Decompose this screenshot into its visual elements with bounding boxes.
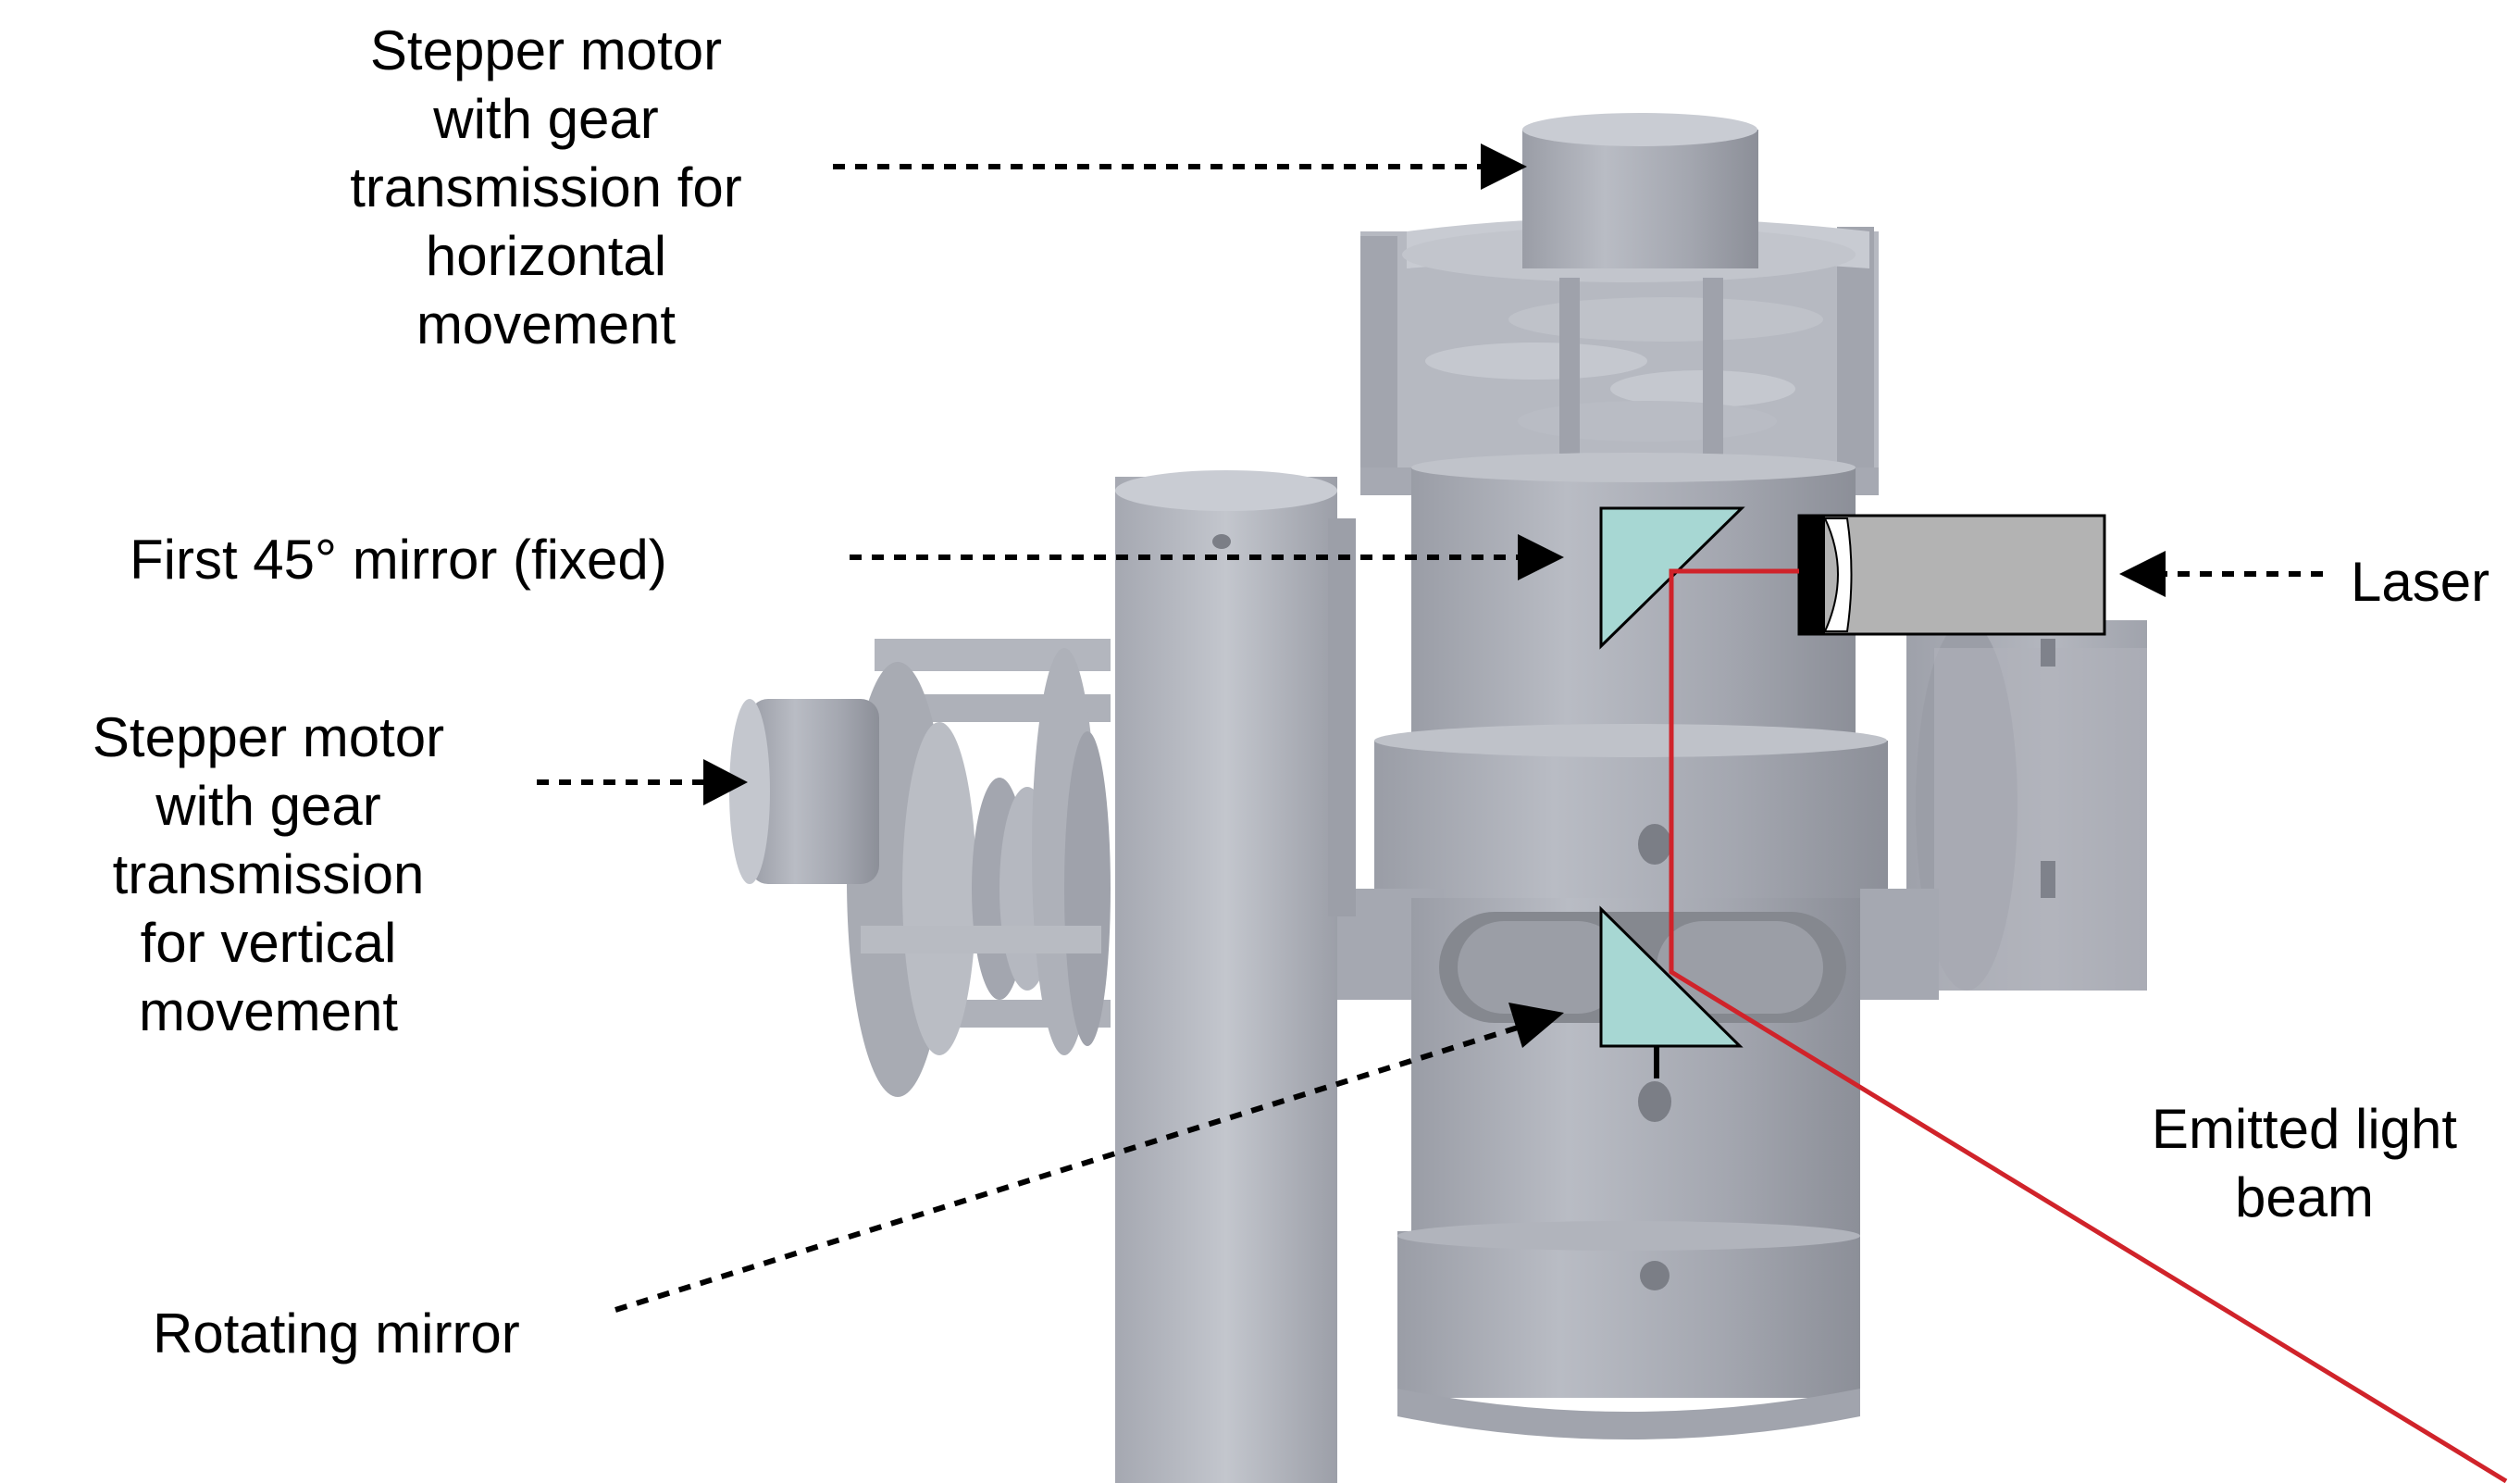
label-laser: Laser [2351,551,2490,613]
label-emitted-beam: Emitted light beam [2151,1098,2458,1228]
arrowhead-laser [2119,551,2166,597]
label-vertical-motor: Stepper motor with gear transmission for… [92,706,445,1042]
arrow-rotating-mirror [614,1025,1519,1313]
callout-arrows [537,164,2323,1313]
top-gear-cage [1360,113,1879,495]
left-gear-assembly [729,639,1111,1097]
left-support-plate [1115,470,1356,1483]
arrow-heads [703,143,2166,1048]
arrowhead-top [1481,143,1527,190]
laser-unit [1797,514,2106,636]
optics [1599,506,2508,1483]
label-rotating-mirror: Rotating mirror [153,1302,520,1365]
rotating-mirror-shape [1599,905,1744,1048]
right-housing [1906,620,2147,991]
label-first-mirror: First 45° mirror (fixed) [130,529,667,591]
light-beam [1669,568,2508,1483]
label-horizontal-motor: Stepper motor with gear transmission for… [350,19,742,355]
arrowhead-first-mirror [1518,534,1564,580]
scanner-body [729,113,2147,1483]
arrowhead-vertical [703,759,748,805]
arrowhead-rotating [1508,1003,1564,1048]
